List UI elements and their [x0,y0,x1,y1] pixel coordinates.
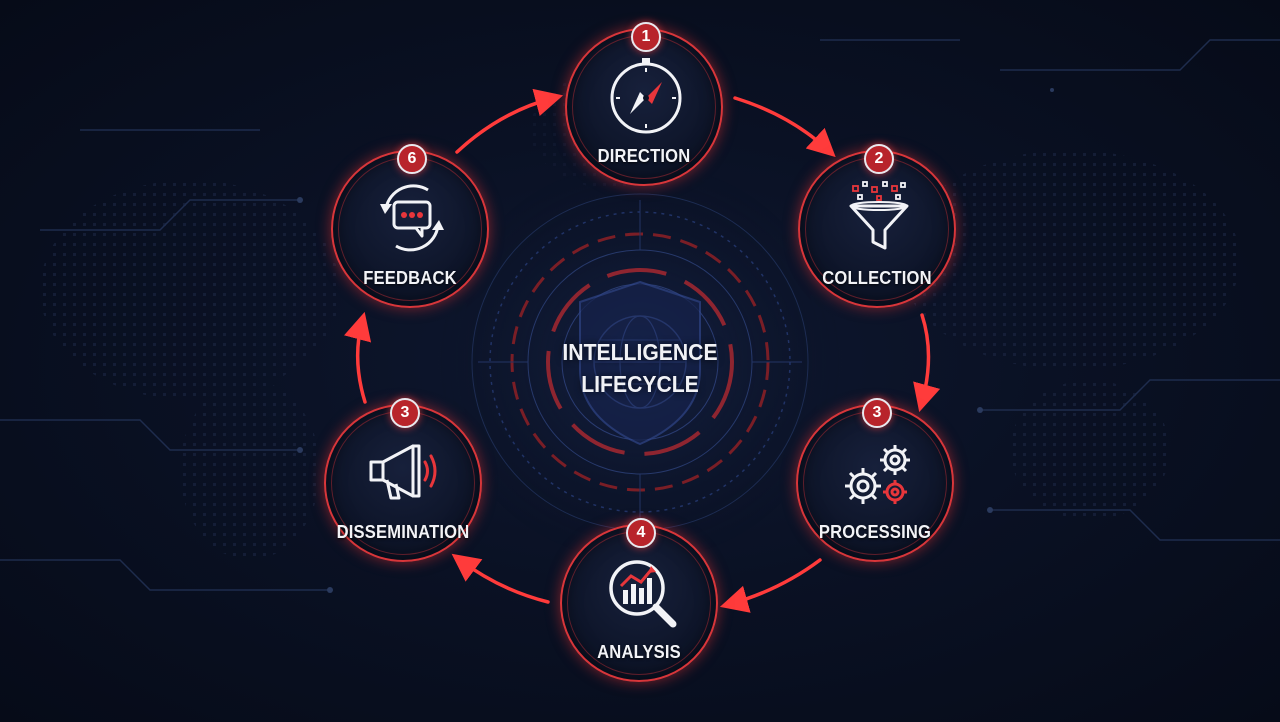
circuit-nodes [297,88,1054,593]
shield-globe-icon [579,280,701,446]
arrow-1-to-2 [733,96,836,158]
stage-feedback[interactable]: 6 FEEDBACK [331,144,489,308]
world-map-dots [40,70,1240,560]
stage-direction[interactable]: 1 DIRECTION [565,22,723,186]
stage-label: DISSEMINATION [336,522,470,542]
megaphone-icon [369,444,437,500]
arrow-5-to-6 [344,311,372,404]
stage-analysis[interactable]: 4 ANALYSIS [560,518,718,682]
cycle-arrows [344,88,941,613]
stage-dissemination[interactable]: 3 DISSEMINATION [324,398,482,562]
chat-cycle-icon [380,184,444,252]
step-badge-3: 3 [862,398,892,428]
arrow-4-to-5 [451,553,550,604]
funnel-icon [849,181,909,250]
arrow-3-to-4 [719,558,822,613]
arrow-6-to-1 [455,88,564,154]
step-badge-1: 1 [631,22,661,52]
step-badge-4: 4 [626,518,656,548]
center-title: INTELLIGENCE LIFECYCLE [548,336,732,400]
stage-processing[interactable]: 3 PROCESSING [796,398,954,562]
stage-collection[interactable]: 2 COLLECTION [798,144,956,308]
stage-label: ANALYSIS [597,642,681,662]
step-badge-5: 3 [390,398,420,428]
center-title-line-1: INTELLIGENCE [562,339,718,365]
stage-label: COLLECTION [822,268,932,288]
stage-label: DIRECTION [597,146,691,166]
chart-magnifier-icon [609,560,677,628]
center-radar [471,193,809,531]
stage-label: FEEDBACK [363,268,457,288]
arrow-2-to-3 [913,313,941,413]
center-title-line-2: LIFECYCLE [581,371,699,397]
step-badge-6: 6 [397,144,427,174]
compass-icon [610,58,682,134]
gears-icon [845,445,910,504]
circuit-lines [0,39,1280,591]
step-badge-2: 2 [864,144,894,174]
stage-label: PROCESSING [818,522,932,542]
